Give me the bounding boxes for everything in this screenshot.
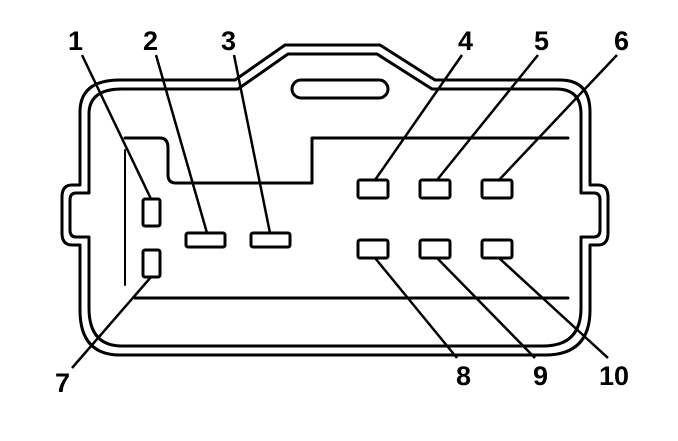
pin-7-leader <box>71 276 152 369</box>
housing-outer-outline <box>60 43 610 357</box>
pin-2-terminal <box>184 231 227 249</box>
housing-inner-outline <box>68 52 602 348</box>
pin-10-leader <box>498 257 609 359</box>
latch-slot <box>290 78 390 100</box>
pin-6-leader <box>498 54 618 181</box>
connector-housing <box>60 43 610 357</box>
terminal-cavity-outline <box>123 136 570 185</box>
pin-4-terminal <box>356 178 390 200</box>
pin-label-2: 2 <box>143 26 158 56</box>
pin-8-leader <box>374 257 458 359</box>
pin-9-terminal <box>418 238 452 260</box>
pin-label-6: 6 <box>614 26 629 56</box>
pin-label-10: 10 <box>599 361 629 391</box>
pin-label-4: 4 <box>458 26 473 56</box>
pin-5-leader <box>436 54 539 181</box>
pin-label-7: 7 <box>55 368 70 398</box>
pin-1-leader <box>80 54 153 200</box>
pin-label-5: 5 <box>534 26 549 56</box>
pin-8-terminal <box>356 238 390 260</box>
pin-10-terminal <box>480 238 514 260</box>
pin-5-terminal <box>418 178 452 200</box>
pin-labels: 1 2 3 4 5 6 7 8 9 10 <box>55 26 629 398</box>
pin-3-leader <box>232 54 272 234</box>
pin-label-1: 1 <box>68 26 83 56</box>
pin-7-terminal <box>141 248 162 279</box>
terminal-pins <box>141 178 514 279</box>
pin-9-leader <box>436 257 536 359</box>
leader-lines <box>71 54 618 369</box>
pin-4-leader <box>373 54 464 181</box>
pin-3-terminal <box>249 231 292 249</box>
pin-6-terminal <box>480 178 514 200</box>
pin-1-terminal <box>141 197 162 228</box>
pin-2-leader <box>154 54 209 234</box>
pin-label-9: 9 <box>533 361 548 391</box>
pin-label-8: 8 <box>456 361 471 391</box>
pin-label-3: 3 <box>221 26 236 56</box>
